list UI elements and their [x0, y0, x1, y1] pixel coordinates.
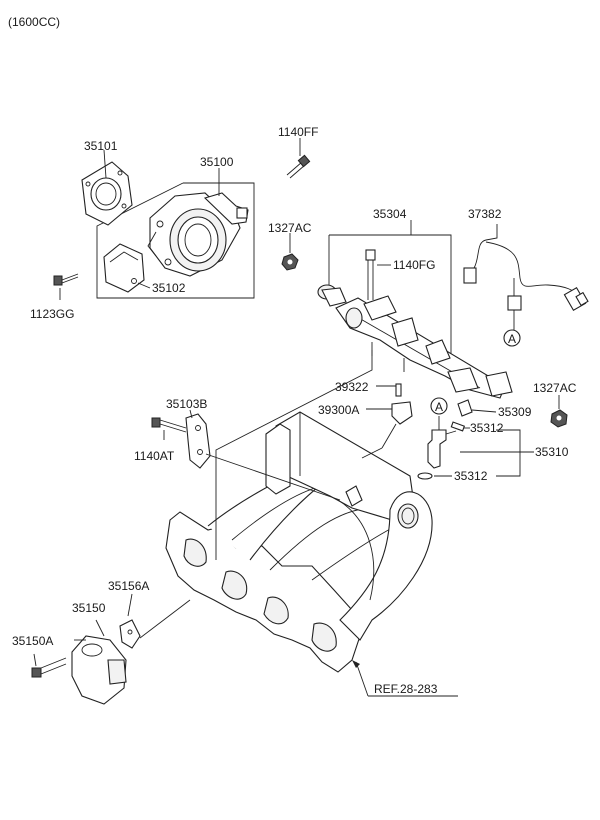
callout-39322: 39322: [335, 380, 369, 394]
fuel-pressure-regulator[interactable]: [317, 284, 347, 307]
o-ring-lower[interactable]: [417, 472, 433, 480]
fuel-rail-assembly[interactable]: [335, 295, 513, 399]
o-ring-upper[interactable]: [450, 421, 466, 432]
connection-marker-a-injector: A: [430, 397, 448, 415]
bolt-1140fg[interactable]: [365, 249, 391, 300]
fuel-rail-bracket-line: [329, 234, 452, 370]
callout-35312-upper: 35312: [470, 421, 504, 435]
callout-39300a: 39300A: [318, 403, 359, 417]
callout-35103b: 35103B: [166, 397, 207, 411]
reference-arrow: [352, 660, 458, 697]
bracket-35103b[interactable]: [185, 409, 341, 501]
sensor-39300a[interactable]: [366, 383, 413, 449]
bolt-1123gg[interactable]: [53, 273, 79, 286]
callout-1140fg: 1140FG: [393, 258, 435, 272]
throttle-body[interactable]: [147, 192, 249, 277]
callout-1140ff: 1140FF: [278, 125, 318, 139]
manifold-leader-line: [215, 350, 373, 560]
throttle-body-gasket[interactable]: [81, 161, 133, 226]
fuel-injector[interactable]: [427, 416, 457, 469]
bolt-1140ff[interactable]: [286, 154, 311, 179]
throttle-position-sensor[interactable]: [103, 243, 145, 293]
injector-clip-35309[interactable]: [457, 399, 497, 417]
callout-ref-28-283: REF.28-283: [374, 682, 438, 696]
callout-35304: 35304: [373, 207, 407, 221]
callout-1140at: 1140AT: [134, 449, 175, 463]
nut-1327ac-right[interactable]: [550, 395, 568, 428]
bolt-35150a[interactable]: [31, 653, 67, 678]
callout-35156a: 35156A: [108, 579, 149, 593]
callout-35100: 35100: [200, 155, 234, 169]
bolt-1140at[interactable]: [151, 417, 187, 440]
wiring-harness[interactable]: [463, 224, 589, 330]
connection-marker-a: A: [503, 329, 521, 347]
callout-35309: 35309: [498, 405, 532, 419]
callout-35312-lower: 35312: [454, 469, 488, 483]
callout-37382: 37382: [468, 207, 502, 221]
idle-speed-actuator[interactable]: [71, 619, 127, 705]
callout-1327ac-right: 1327AC: [533, 381, 577, 395]
callout-35150: 35150: [72, 601, 106, 615]
callout-35101: 35101: [84, 139, 118, 153]
callout-35150a: 35150A: [12, 634, 53, 648]
callout-1123gg: 1123GG: [30, 307, 74, 321]
nut-1327ac-top[interactable]: [281, 253, 299, 271]
isa-gasket-35156a[interactable]: [119, 593, 191, 649]
callout-35102: 35102: [152, 281, 186, 295]
callout-35310: 35310: [535, 445, 569, 459]
intake-manifold[interactable]: [165, 411, 433, 673]
callout-1327ac-top: 1327AC: [268, 221, 312, 235]
engine-variant-label: (1600CC): [8, 15, 60, 29]
svg-text:A: A: [435, 400, 443, 414]
svg-text:A: A: [508, 332, 516, 346]
